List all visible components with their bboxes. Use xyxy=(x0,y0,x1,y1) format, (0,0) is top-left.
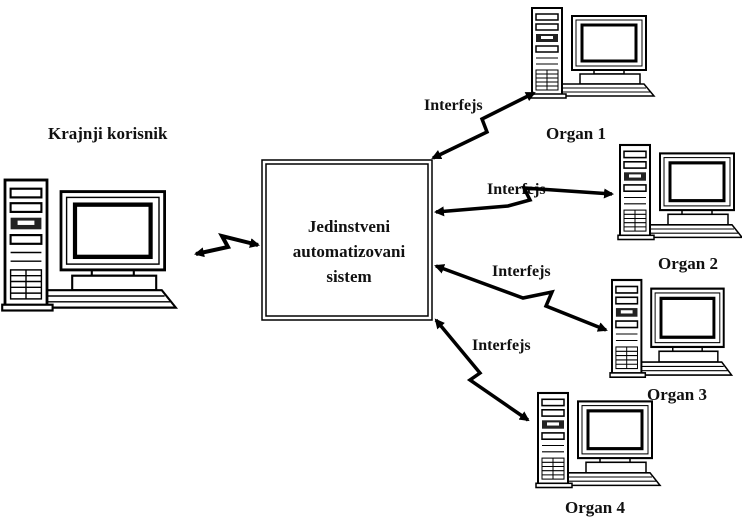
organ-2-label: Organ 2 xyxy=(658,254,718,273)
organ-1-interface-label: Interfejs xyxy=(424,97,483,114)
end-user-label: Krajnji korisnik xyxy=(48,124,168,143)
organ-2-computer-icon xyxy=(616,143,742,242)
end-user-link xyxy=(194,232,260,258)
organ-3-link xyxy=(434,264,608,332)
organ-1-link xyxy=(431,91,536,160)
organ-3-computer-icon xyxy=(608,278,734,379)
organ-1-computer-icon xyxy=(528,6,656,100)
organ-3-label: Organ 3 xyxy=(647,385,707,404)
organ-1-label: Organ 1 xyxy=(546,124,606,143)
central-system-box: Jedinstveni automatizovani sistem xyxy=(261,159,433,321)
organ-4-computer-icon xyxy=(534,391,662,490)
central-system-line-1: Jedinstveni xyxy=(308,217,390,236)
organ-4-label: Organ 4 xyxy=(565,498,625,517)
organ-4-interface-label: Interfejs xyxy=(472,337,531,354)
end-user-computer-icon xyxy=(2,180,176,311)
central-system-line-3: sistem xyxy=(326,267,371,286)
central-system-line-2: automatizovani xyxy=(293,242,406,261)
organ-2-link xyxy=(434,186,614,217)
organ-4-link xyxy=(434,318,530,422)
organ-3-interface-label: Interfejs xyxy=(492,263,551,280)
